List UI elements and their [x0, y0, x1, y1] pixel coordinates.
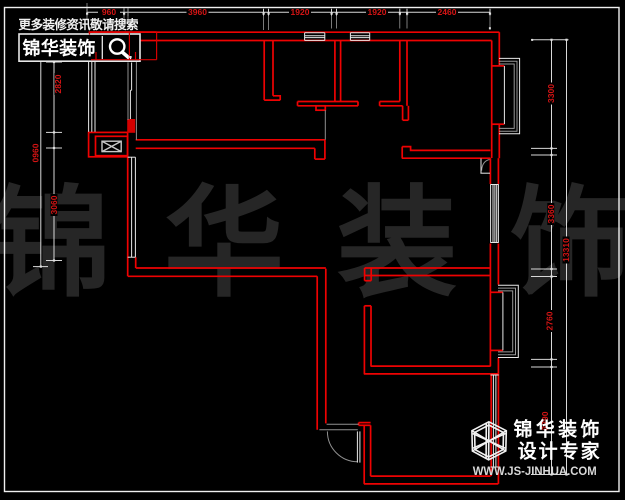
svg-text:1920: 1920: [291, 7, 310, 17]
svg-text:3890: 3890: [540, 411, 550, 430]
svg-text:2760: 2760: [545, 311, 555, 330]
svg-text:0960: 0960: [31, 143, 41, 162]
svg-text:WWW.JS-JINHUA.COM: WWW.JS-JINHUA.COM: [473, 464, 597, 478]
svg-text:3300: 3300: [546, 84, 556, 103]
svg-text:锦华装饰: 锦华装饰: [23, 38, 96, 59]
svg-text:2460: 2460: [438, 7, 457, 17]
svg-text:设计专家: 设计专家: [518, 440, 601, 463]
svg-text:更多装修资讯敬请搜索: 更多装修资讯敬请搜索: [19, 17, 139, 32]
svg-text:3960: 3960: [188, 7, 207, 17]
svg-text:13310: 13310: [561, 238, 571, 262]
svg-text:3360: 3360: [546, 204, 556, 223]
svg-text:2820: 2820: [53, 74, 63, 93]
svg-text:960: 960: [102, 7, 116, 17]
svg-text:3060: 3060: [49, 195, 59, 214]
svg-text:1920: 1920: [368, 7, 387, 17]
svg-text:锦华装饰: 锦华装饰: [0, 177, 625, 311]
